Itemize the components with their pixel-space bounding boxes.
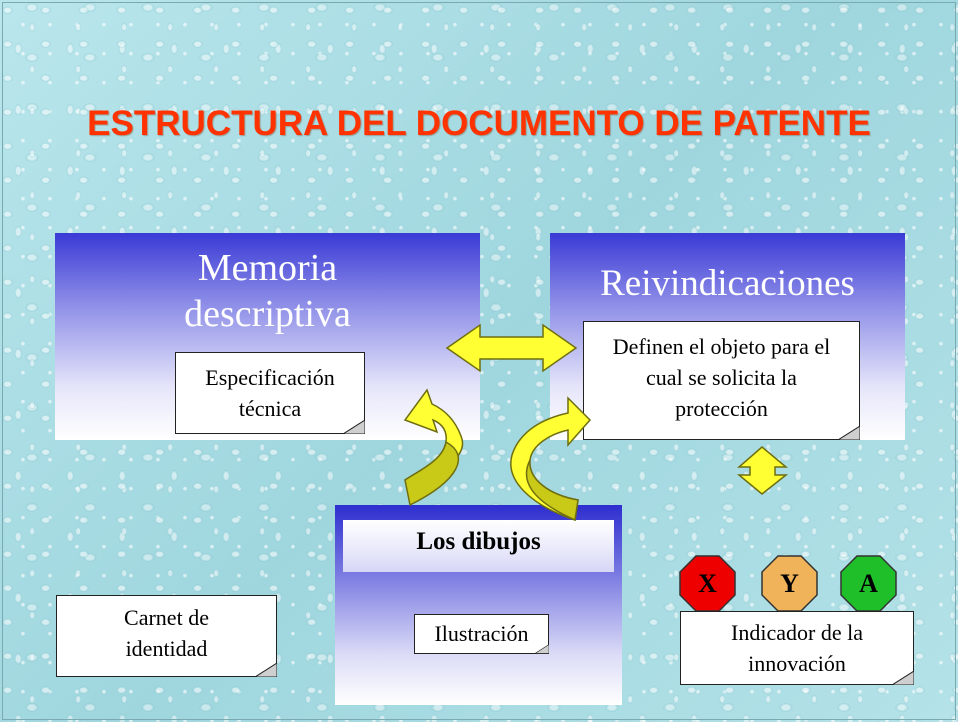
x-octagon-badge: X <box>679 555 736 612</box>
reivindicaciones-note-line3: protección <box>675 396 768 421</box>
memoria-title-line1: Memoria <box>197 247 338 289</box>
ilustracion-note: Ilustración <box>414 614 549 654</box>
page-fold-icon <box>838 426 860 440</box>
los-dibujos-box: Los dibujos <box>335 505 622 705</box>
indicador-line1: Indicador de la <box>731 620 863 645</box>
ilustracion-label: Ilustración <box>434 621 529 646</box>
page-fold-icon <box>255 663 277 677</box>
reivindicaciones-note-line2: cual se solicita la <box>646 365 797 390</box>
especificacion-tecnica-note: Especificación técnica <box>175 352 365 434</box>
indicador-innovacion-note: Indicador de la innovación <box>680 611 914 685</box>
a-badge-label: A <box>859 569 878 598</box>
double-arrow-horizontal <box>445 323 578 373</box>
page-fold-icon <box>535 644 549 654</box>
x-badge-label: X <box>698 569 717 598</box>
y-badge-label: Y <box>780 569 799 598</box>
slide-title: ESTRUCTURA DEL DOCUMENTO DE PATENTE <box>87 104 871 143</box>
page-fold-icon <box>892 671 914 685</box>
carnet-identidad-note: Carnet de identidad <box>56 595 277 677</box>
page-fold-icon <box>343 420 365 434</box>
reivindicaciones-note: Definen el objeto para el cual se solici… <box>583 321 860 440</box>
carnet-line1: Carnet de <box>124 605 209 630</box>
reivindicaciones-note-line1: Definen el objeto para el <box>612 334 831 359</box>
indicador-line2: innovación <box>748 651 846 676</box>
especificacion-line2: técnica <box>238 396 302 421</box>
dibujos-title: Los dibujos <box>416 528 541 555</box>
dibujos-title-band <box>343 520 614 572</box>
reivindicaciones-title: Reivindicaciones <box>600 263 855 304</box>
especificacion-line1: Especificación <box>205 365 335 390</box>
carnet-line2: identidad <box>125 636 208 661</box>
curved-arrow-to-memoria-shadow <box>404 440 460 507</box>
memoria-title-line2: descriptiva <box>184 293 351 335</box>
curved-arrow-to-reivindicaciones-shadow <box>525 459 579 522</box>
double-arrow-vertical <box>736 446 789 495</box>
